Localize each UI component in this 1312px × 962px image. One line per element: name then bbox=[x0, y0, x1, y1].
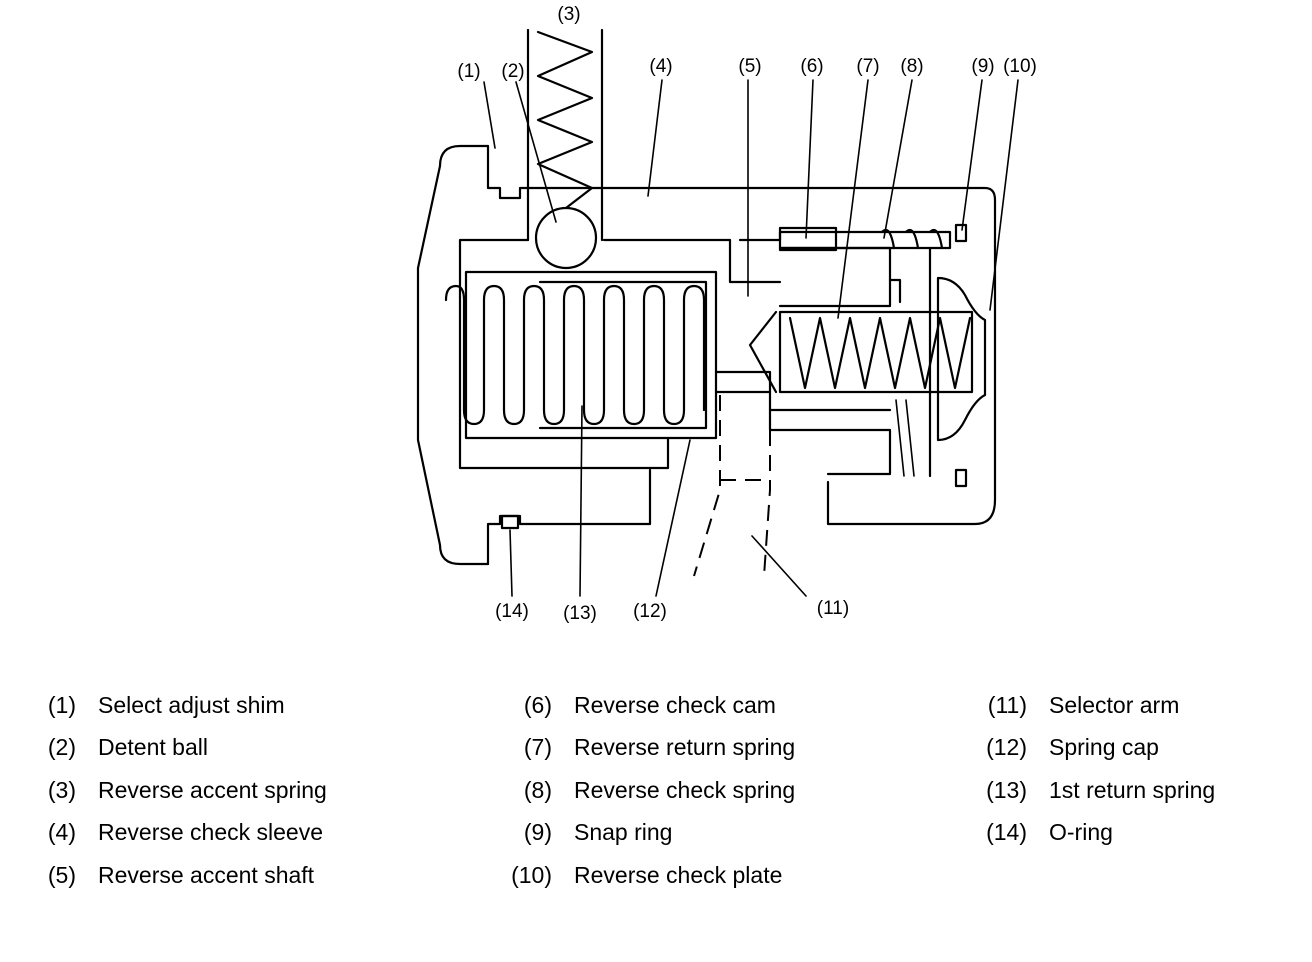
legend-item: (13) 1st return spring bbox=[975, 769, 1215, 812]
callout-9: (9) bbox=[971, 56, 994, 77]
callout-5: (5) bbox=[738, 56, 761, 77]
legend-label: Selector arm bbox=[1049, 691, 1180, 718]
legend-num: (7) bbox=[523, 734, 552, 761]
legend-num: (5) bbox=[47, 861, 76, 888]
legend-item: (4) Reverse check sleeve bbox=[38, 812, 327, 855]
legend-label: Reverse return spring bbox=[574, 734, 796, 761]
legend-item: (6) Reverse check cam bbox=[500, 684, 795, 727]
callout-2: (2) bbox=[501, 61, 524, 82]
first-return-spring bbox=[444, 284, 706, 426]
legend-item: (8) Reverse check spring bbox=[500, 769, 795, 812]
legend-label: Reverse check sleeve bbox=[98, 819, 323, 846]
legend-num: (6) bbox=[523, 691, 552, 718]
callout-3: (3) bbox=[557, 4, 580, 25]
legend-label: Spring cap bbox=[1049, 734, 1159, 761]
legend-num: (10) bbox=[511, 861, 552, 888]
callout-4: (4) bbox=[649, 56, 672, 77]
legend-label: Reverse accent shaft bbox=[98, 861, 315, 888]
legend-item: (10) Reverse check plate bbox=[500, 854, 795, 897]
legend-label: Reverse check cam bbox=[574, 691, 776, 718]
legend-column-2: (6) Reverse check cam (7) Reverse return… bbox=[500, 684, 795, 897]
legend-item: (2) Detent ball bbox=[38, 727, 327, 770]
legend-column-3: (11) Selector arm (12) Spring cap (13) 1… bbox=[975, 684, 1215, 854]
leader-lines bbox=[483, 79, 1019, 597]
legend-label: Reverse accent spring bbox=[98, 776, 327, 803]
legend-item: (7) Reverse return spring bbox=[500, 727, 795, 770]
legend-item: (9) Snap ring bbox=[500, 812, 795, 855]
snap-ring-bottom bbox=[954, 468, 968, 488]
callout-1: (1) bbox=[457, 61, 480, 82]
reverse-check-spring bbox=[880, 228, 944, 250]
legend-num: (9) bbox=[523, 819, 552, 846]
legend-num: (14) bbox=[986, 819, 1027, 846]
legend-num: (2) bbox=[47, 734, 76, 761]
detent-ball bbox=[534, 206, 598, 270]
legend-label: Snap ring bbox=[574, 819, 673, 846]
legend-label: Detent ball bbox=[98, 734, 208, 761]
legend-num: (4) bbox=[47, 819, 76, 846]
reverse-check-plate bbox=[936, 276, 987, 442]
reverse-accent-shaft bbox=[714, 370, 772, 394]
reverse-check-cam bbox=[778, 226, 838, 252]
legend-num: (1) bbox=[47, 691, 76, 718]
callout-13: (13) bbox=[563, 603, 597, 624]
legend-num: (11) bbox=[987, 691, 1027, 718]
legend-item: (14) O-ring bbox=[975, 812, 1215, 855]
legend-label: Reverse check spring bbox=[574, 776, 796, 803]
legend-label: Select adjust shim bbox=[98, 691, 285, 718]
reverse-return-spring bbox=[778, 310, 974, 394]
callout-6: (6) bbox=[800, 56, 823, 77]
legend-label: Reverse check plate bbox=[574, 861, 783, 888]
legend-column-1: (1) Select adjust shim (2) Detent ball (… bbox=[38, 684, 327, 897]
o-ring bbox=[500, 514, 520, 530]
legend-num: (13) bbox=[986, 776, 1027, 803]
reverse-accent-spring bbox=[536, 30, 594, 210]
callout-12: (12) bbox=[633, 601, 667, 622]
legend-num: (3) bbox=[47, 776, 76, 803]
snap-ring-top bbox=[954, 223, 968, 243]
callout-14: (14) bbox=[495, 601, 529, 622]
spring-cap bbox=[464, 270, 718, 440]
legend-item: (5) Reverse accent shaft bbox=[38, 854, 327, 897]
callout-11: (11) bbox=[817, 598, 849, 619]
legend-item: (12) Spring cap bbox=[975, 727, 1215, 770]
callout-labels: (1) (2) (3) (4) (5) (6) (7) (8) (9) (10)… bbox=[457, 4, 1037, 624]
sleeve-body bbox=[416, 28, 997, 566]
legend-label: 1st return spring bbox=[1049, 776, 1216, 803]
legend-num: (8) bbox=[523, 776, 552, 803]
legend-item: (11) Selector arm bbox=[975, 684, 1215, 727]
legend-num: (12) bbox=[986, 734, 1027, 761]
callout-7: (7) bbox=[856, 56, 879, 77]
callout-8: (8) bbox=[900, 56, 923, 77]
callout-10: (10) bbox=[1003, 56, 1037, 77]
legend-label: O-ring bbox=[1049, 819, 1113, 846]
legend-item: (3) Reverse accent spring bbox=[38, 769, 327, 812]
selector-arm bbox=[693, 395, 721, 577]
reverse-check-assembly-diagram: (1) (2) (3) (4) (5) (6) (7) (8) (9) (10)… bbox=[416, 4, 1037, 624]
legend-item: (1) Select adjust shim bbox=[38, 684, 327, 727]
